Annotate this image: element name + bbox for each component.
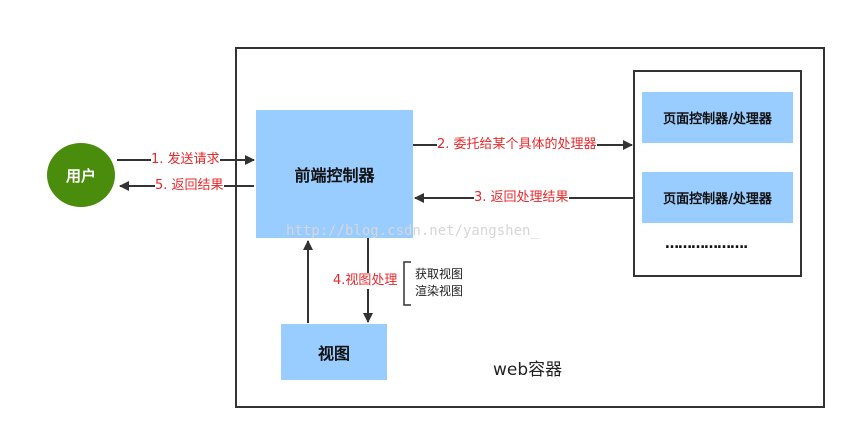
user-node: 用户 — [47, 143, 115, 207]
handlers-more-ellipsis: ………………. — [665, 236, 748, 252]
view-box: 视图 — [281, 324, 387, 380]
watermark-text: http://blog.csdn.net/yangshen_ — [286, 223, 539, 239]
step-delegate-label: 2. 委托给某个具体的处理器 — [437, 137, 597, 153]
handler-box-2: 页面控制器/处理器 — [642, 172, 793, 223]
detail-render-view: 渲染视图 — [415, 284, 464, 298]
front-controller-box: 前端控制器 — [256, 110, 413, 238]
step-view-processing-label: 4.视图处理 — [333, 273, 398, 289]
detail-bracket — [403, 261, 411, 306]
web-container-frame — [235, 47, 825, 408]
web-container-label: web容器 — [493, 360, 563, 380]
detail-get-view: 获取视图 — [415, 267, 464, 281]
handlers-frame — [633, 70, 802, 277]
user-label: 用户 — [65, 166, 96, 185]
step-send-request-label: 1. 发送请求 — [151, 152, 220, 168]
step-return-to-user-label: 5. 返回结果 — [155, 178, 224, 194]
step-return-result-label: 3. 返回处理结果 — [474, 190, 569, 206]
handler-box-1: 页面控制器/处理器 — [642, 92, 793, 143]
